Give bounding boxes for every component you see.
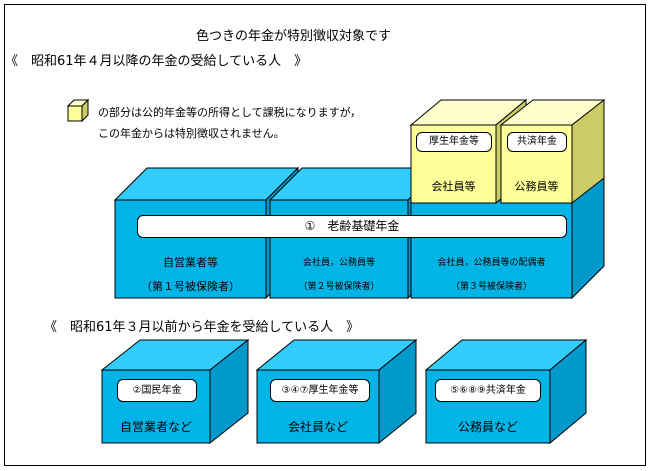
section1-heading: 《 昭和61年４月以降の年金の受給している人 》: [5, 54, 308, 69]
pension-label-kyosai-old: ⑤⑥⑧⑨共済年金: [435, 379, 541, 402]
col3-line1: 会社員，公務員等の配偶者: [437, 258, 546, 268]
col2-line1: 会社員，公務員等: [302, 258, 375, 268]
caption-kaishain: 会社員等: [431, 180, 476, 193]
diagram-frame: [4, 4, 646, 466]
col1-line2: （第１号被保険者）: [141, 280, 240, 293]
caption-komuin-nado: 公務員など: [457, 420, 518, 434]
basic-pension-band: ① 老齢基礎年金: [137, 215, 567, 238]
pension-label-kosei-old: ③④⑦厚生年金等: [270, 379, 370, 402]
legend-line2: この年金からは特別徴収されません。: [98, 127, 285, 140]
pension-label-kosei: 厚生年金等: [416, 132, 492, 152]
legend-line1: の部分は公的年金等の所得として課税になりますが，: [98, 106, 362, 119]
col3-line2: （第３号被保険者）: [450, 282, 532, 292]
pension-label-kyosai: 共済年金: [507, 132, 567, 152]
legend-swatch-front: [67, 105, 83, 122]
col1-line1: 自営業者等: [163, 256, 218, 269]
caption-kaishain-nado: 会社員など: [287, 420, 348, 434]
page-title: 色つきの年金が特別徴収対象です: [196, 29, 392, 44]
caption-komuin: 公務員等: [514, 180, 559, 193]
caption-jieigyo: 自営業者など: [119, 420, 192, 434]
pension-label-kokumin: ②国民年金: [117, 379, 197, 402]
col2-line2: （第２号被保険者）: [298, 282, 380, 292]
section2-heading: 《 昭和61年３月以前から年金を受給している人 》: [44, 320, 360, 335]
